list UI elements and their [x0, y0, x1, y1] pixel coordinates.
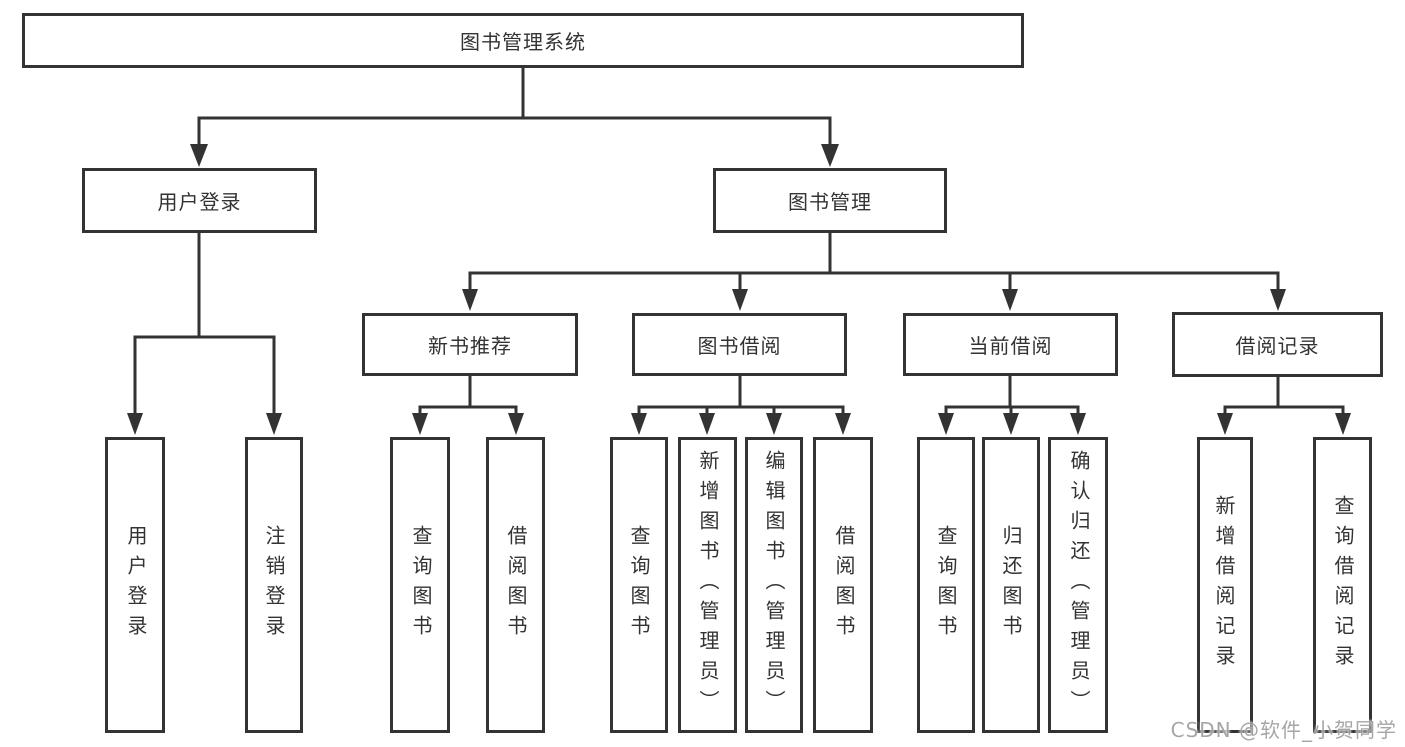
leaf-query-books-recommend: 查询图书 [390, 437, 450, 733]
node-system-root: 图书管理系统 [22, 13, 1024, 68]
leaf-logout: 注销登录 [245, 437, 303, 733]
node-book-management-branch: 图书管理 [713, 168, 947, 233]
leaf-user-login: 用户登录 [105, 437, 165, 733]
leaf-add-book-admin: 新增图书（管理员） [678, 437, 737, 733]
node-new-book-recommend: 新书推荐 [362, 313, 578, 376]
leaf-add-borrow-record: 新增借阅记录 [1197, 437, 1253, 733]
node-user-login-branch: 用户登录 [82, 168, 317, 233]
leaf-query-books-current: 查询图书 [917, 437, 975, 733]
leaf-query-borrow-record: 查询借阅记录 [1313, 437, 1372, 733]
arrowheads [127, 144, 1351, 435]
leaf-borrow-books-recommend: 借阅图书 [486, 437, 545, 733]
leaf-return-books: 归还图书 [982, 437, 1040, 733]
leaf-query-books-borrow: 查询图书 [610, 437, 668, 733]
node-borrow-records: 借阅记录 [1172, 312, 1383, 377]
leaf-edit-book-admin: 编辑图书（管理员） [745, 437, 803, 733]
node-current-borrow: 当前借阅 [903, 313, 1118, 376]
csdn-watermark: CSDN @软件_小贺同学 [1170, 718, 1397, 742]
leaf-borrow-books-borrow: 借阅图书 [813, 437, 873, 733]
leaf-confirm-return-admin: 确认归还（管理员） [1048, 437, 1108, 733]
node-book-borrow: 图书借阅 [632, 313, 847, 376]
